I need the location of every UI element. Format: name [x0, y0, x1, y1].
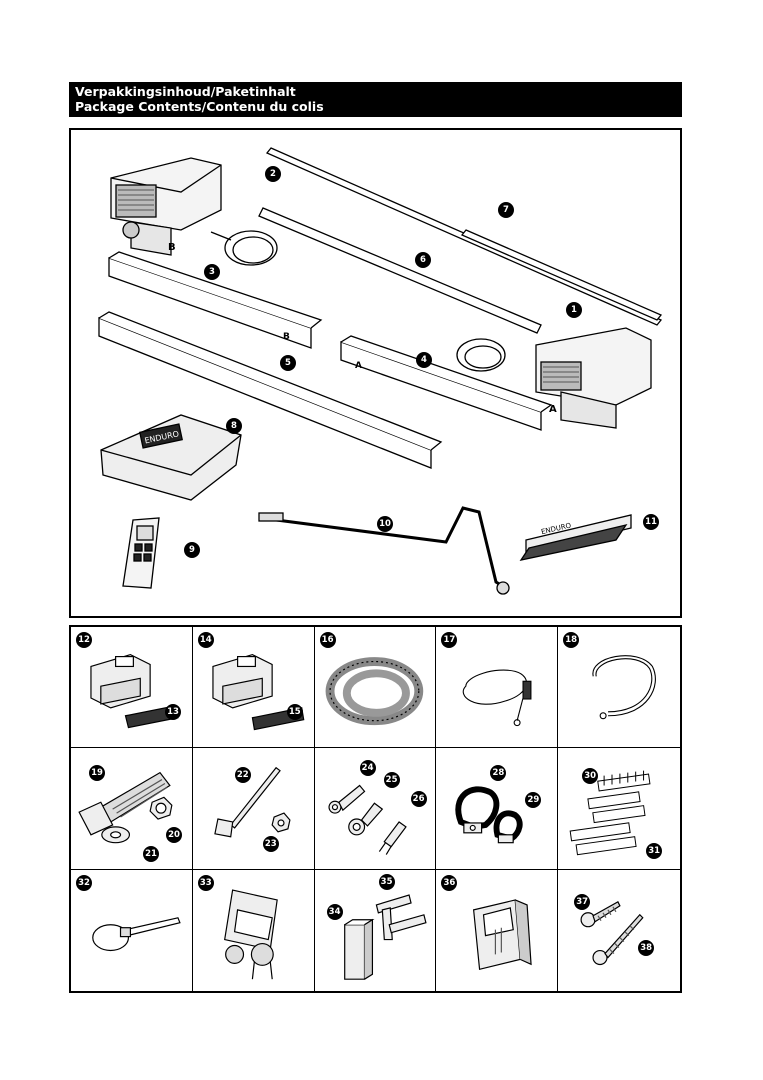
- callout-33: 33: [197, 874, 214, 891]
- callout-5: 5: [280, 355, 296, 371]
- accessory-cell-16: 16: [314, 627, 437, 749]
- part-letter-a: A: [549, 404, 557, 415]
- manual-illustration: ENDURO: [519, 514, 632, 561]
- callout-17: 17: [441, 632, 458, 648]
- accessories-grid: 12 13 14 15 16: [69, 625, 682, 993]
- callout-28: 28: [490, 765, 507, 782]
- part-letter-b-tube: B: [283, 332, 290, 342]
- callout-2: 2: [265, 166, 281, 182]
- drive-unit-b-illustration: B: [110, 157, 222, 256]
- accessory-cell-34-35: 34 35: [315, 869, 437, 991]
- callout-8: 8: [226, 418, 242, 434]
- mounting-bracket-icon: [90, 653, 179, 729]
- package-contents-header: Verpakkingsinhoud/Paketinhalt Package Co…: [69, 82, 682, 117]
- accessory-cell-17: 17: [436, 627, 559, 749]
- callout-9: 9: [184, 542, 200, 558]
- control-box-illustration: ENDURO: [100, 414, 242, 501]
- accessory-cell-28-29: 28 29: [436, 748, 559, 870]
- main-contents-illustration: B B A: [69, 128, 682, 618]
- callout-7: 7: [498, 202, 514, 218]
- callout-16: 16: [319, 632, 336, 648]
- remote-holder-icon: [473, 898, 533, 970]
- callout-23: 23: [262, 836, 279, 853]
- callout-26: 26: [410, 791, 427, 808]
- bolt-nut-icon: [214, 767, 291, 838]
- cable-with-plug-icon: [463, 669, 532, 727]
- accessory-cell-22-23: 22 23: [192, 748, 315, 870]
- callout-20: 20: [166, 827, 182, 844]
- cable-clamp-icon: [455, 786, 524, 844]
- cable-lug-icon: [328, 784, 407, 856]
- callout-38: 38: [638, 939, 655, 956]
- callout-1: 1: [566, 302, 582, 318]
- cable-icon: [592, 655, 657, 720]
- callout-31: 31: [646, 843, 663, 860]
- corrugated-tube-icon: [325, 657, 423, 726]
- crank-handle-illustration: [258, 506, 510, 595]
- remote-control-illustration: [122, 517, 160, 589]
- main-illustration-drawing: B B A: [98, 147, 663, 595]
- screw-icon: [580, 900, 644, 965]
- cable-tie-icon: [92, 916, 181, 951]
- callout-35: 35: [378, 873, 395, 890]
- bolt-nut-washer-icon: [78, 772, 173, 844]
- callout-32: 32: [76, 874, 92, 891]
- battery-switch-icon: [223, 889, 278, 979]
- accessory-cell-18: 18: [558, 627, 680, 749]
- callout-24: 24: [359, 760, 376, 777]
- accessory-cell-12-13: 12 13: [71, 627, 193, 749]
- callout-11: 11: [643, 514, 659, 530]
- accessory-cell-33: 33: [193, 869, 315, 991]
- callout-22: 22: [234, 767, 251, 784]
- label-strips-icon: [569, 771, 651, 856]
- callout-18: 18: [563, 632, 580, 648]
- callout-34: 34: [326, 903, 343, 920]
- callout-6: 6: [415, 252, 431, 268]
- accessory-cell-37-38: 37 38: [558, 870, 680, 991]
- part-letter-b: B: [168, 242, 176, 253]
- callout-10: 10: [377, 516, 393, 532]
- callout-4: 4: [416, 352, 432, 368]
- callout-3: 3: [204, 264, 220, 280]
- callout-13: 13: [165, 704, 181, 720]
- part-letter-a-tube: A: [355, 361, 362, 371]
- callout-12: 12: [76, 632, 92, 648]
- drive-unit-a-illustration: A: [535, 327, 652, 429]
- accessory-cell-19-21: 19 20 21: [71, 748, 193, 870]
- callout-37: 37: [574, 893, 591, 910]
- callout-30: 30: [582, 768, 599, 785]
- callout-29: 29: [525, 792, 542, 809]
- callout-36: 36: [441, 874, 458, 891]
- accessory-cell-14-15: 14 15: [192, 627, 315, 749]
- callout-25: 25: [383, 772, 400, 789]
- header-title-en-fr: Package Contents/Contenu du colis: [75, 99, 324, 114]
- tube-connector-icon: [343, 893, 427, 980]
- accessory-cell-32: 32: [71, 869, 193, 991]
- accessory-cell-24-26: 24 25 26: [314, 748, 437, 870]
- callout-14: 14: [197, 632, 214, 648]
- callout-19: 19: [89, 765, 105, 782]
- callout-15: 15: [286, 704, 303, 720]
- accessory-cell-30-31: 30 31: [558, 748, 680, 870]
- callout-21: 21: [143, 846, 159, 863]
- accessory-cell-36: 36: [436, 869, 559, 991]
- header-title-nl-de: Verpakkingsinhoud/Paketinhalt: [75, 84, 296, 99]
